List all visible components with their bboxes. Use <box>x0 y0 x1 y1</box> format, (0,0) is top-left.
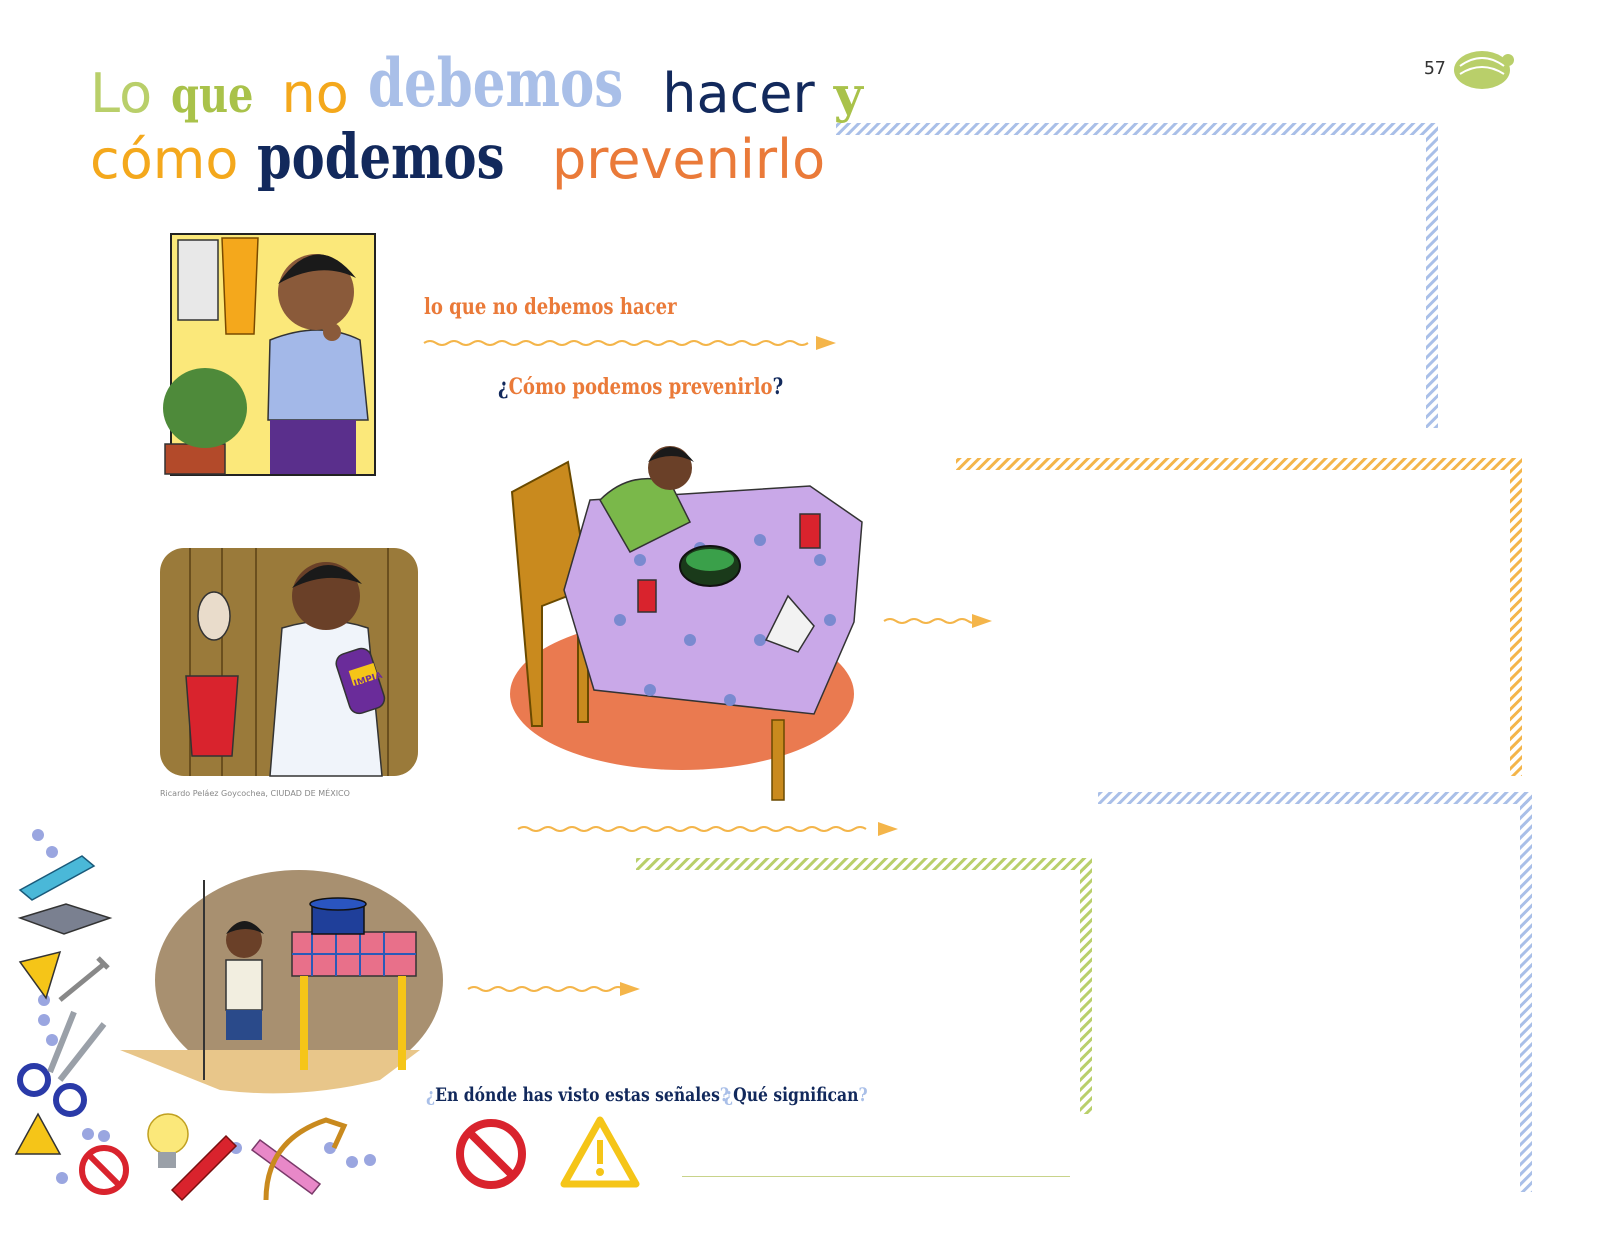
wavy-arrow-2 <box>883 614 992 628</box>
title-word: debemos <box>367 44 624 122</box>
label-que-significan-text: Qué significan <box>733 1084 859 1106</box>
page-title-line-2: cómo podemos prevenirlo <box>90 126 839 188</box>
blue-frame-top <box>836 123 1438 428</box>
girl-bottle-illustration <box>160 548 418 777</box>
scissors-icon <box>17 1063 87 1117</box>
green-frame <box>636 858 1092 1114</box>
page-title-line-1: Lo que no debemos hacer y <box>90 50 877 125</box>
prohibited-sign-icon <box>456 1119 526 1189</box>
title-word: y <box>833 65 863 124</box>
warning-hand-icon <box>18 950 62 1000</box>
title-word: Lo <box>90 62 153 125</box>
wavy-arrow-4 <box>467 982 640 996</box>
stove-icon <box>17 903 113 935</box>
fork-icon <box>58 956 110 1002</box>
title-word: hacer <box>662 62 815 125</box>
title-word: podemos <box>257 120 505 193</box>
armadillo-icon <box>1454 51 1514 89</box>
crayon-icon <box>18 855 96 901</box>
answer-line[interactable] <box>682 1176 1070 1177</box>
title-word: prevenirlo <box>551 128 826 191</box>
boy-table-illustration <box>510 446 863 801</box>
blue-frame-bottom <box>1098 792 1532 1192</box>
label-que-significan: ¿Qué significan? <box>724 1084 868 1106</box>
boy-pot-illustration <box>120 870 443 1094</box>
orange-frame <box>956 458 1522 776</box>
prohibited-small-icon <box>79 1145 129 1195</box>
illustration-credit: Ricardo Peláez Goycochea, CIUDAD DE MÉXI… <box>160 789 350 798</box>
warning-sign-icon <box>560 1116 640 1188</box>
label-donde-senales: ¿En dónde has visto estas señales? <box>426 1084 730 1106</box>
side-icons <box>14 829 376 1202</box>
page-number: 57 <box>1424 58 1446 79</box>
red-crayon-icon <box>170 1134 238 1202</box>
plug-icon <box>263 1117 348 1201</box>
label-donde-senales-text: En dónde has visto estas señales <box>435 1084 720 1106</box>
wavy-arrow-3 <box>517 822 898 836</box>
title-word: cómo <box>90 128 239 191</box>
title-word: que <box>171 65 254 124</box>
label-como-prevenir-text: Cómo podemos prevenirlo <box>508 374 773 400</box>
lightbulb-icon <box>147 1113 189 1168</box>
girl-mouth-illustration <box>163 233 376 476</box>
label-no-debemos: lo que no debemos hacer <box>424 294 677 320</box>
warning-small-icon <box>14 1112 62 1155</box>
wavy-arrow-1 <box>423 336 836 350</box>
title-word: no <box>281 62 349 125</box>
label-como-prevenir: ¿Cómo podemos prevenirlo? <box>498 374 784 400</box>
pink-crayon-icon <box>250 1138 322 1196</box>
